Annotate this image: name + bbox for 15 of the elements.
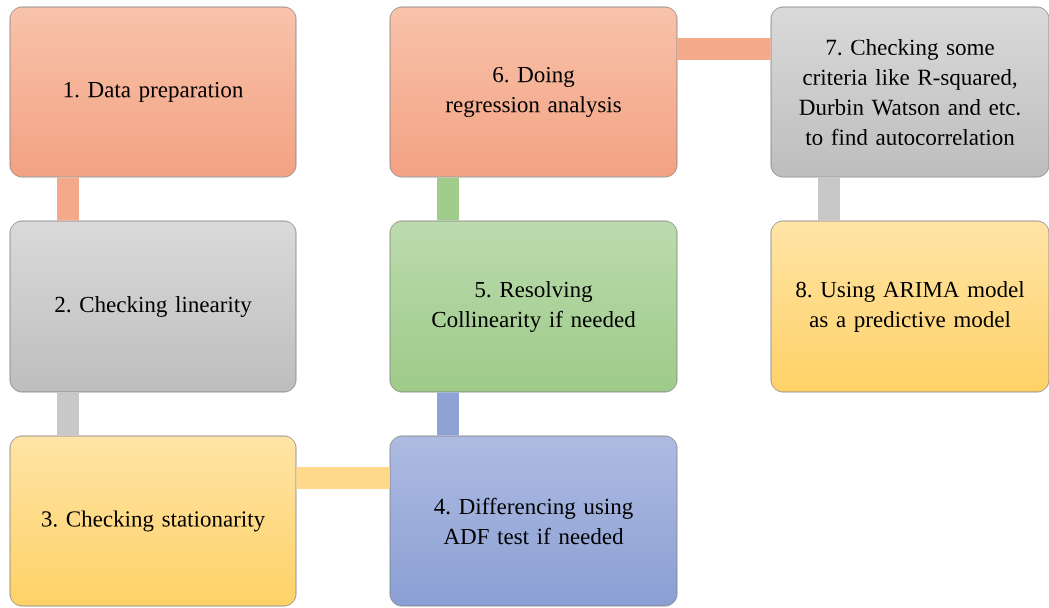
process-box: 7. Checking some criteria like R-squared, Durbin Watson and etc. to find autocorrelation xyxy=(770,6,1049,178)
connector-bar xyxy=(818,177,840,221)
connector-bar xyxy=(57,177,79,221)
connector-bar xyxy=(296,467,390,489)
process-box: 6. Doing regression analysis xyxy=(389,6,678,178)
process-box: 1. Data preparation xyxy=(9,6,297,178)
process-box: 3. Checking stationarity xyxy=(9,435,297,607)
process-box: 8. Using ARIMA model as a predictive model xyxy=(770,220,1049,393)
process-box: 2. Checking linearity xyxy=(9,220,297,393)
process-box: 4. Differencing using ADF test if needed xyxy=(389,435,678,607)
connector-bar xyxy=(437,392,459,436)
process-box: 5. Resolving Collinearity if needed xyxy=(389,220,678,393)
connector-bar xyxy=(677,38,771,60)
connector-bar xyxy=(57,392,79,436)
connector-bar xyxy=(437,177,459,221)
